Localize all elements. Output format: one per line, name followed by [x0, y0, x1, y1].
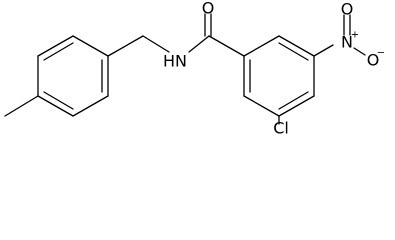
double-bond-inner — [278, 91, 309, 110]
nitro-oxygen-charge: − — [377, 48, 385, 59]
atom-carbonyl-oxygen: O — [202, 0, 215, 18]
double-bond-inner — [43, 91, 74, 110]
benzyl-bond — [107, 35, 144, 57]
bond — [278, 95, 315, 117]
nitro-nitrogen-charge: + — [351, 30, 359, 41]
bond — [72, 35, 109, 57]
nitro-n-o-bond — [353, 47, 366, 56]
n-carbonyl-bond — [188, 35, 210, 53]
toluene-ring — [37, 35, 109, 117]
atom-amide-nitrogen: N — [175, 52, 187, 71]
bond — [37, 95, 74, 117]
ring-nitro-bond — [313, 44, 334, 57]
bond — [278, 35, 315, 57]
molecule-drawing: O N H N + O O − Cl — [4, 0, 385, 137]
double-bond-inner — [43, 42, 74, 61]
atom-chlorine: Cl — [273, 119, 289, 137]
atom-nitro-oxygen-top: O — [341, 0, 354, 19]
ch2-n-bond — [142, 35, 170, 53]
bond — [37, 35, 74, 57]
aryl-carbonyl-bond — [208, 35, 245, 57]
double-bond-inner — [278, 42, 309, 61]
bond — [243, 35, 280, 57]
bond — [72, 95, 109, 117]
methyl-bond — [4, 95, 39, 117]
nitrochlorobenzene-ring — [243, 35, 315, 117]
atom-amide-hydrogen: H — [163, 52, 175, 71]
bond — [243, 95, 280, 117]
atom-nitro-nitrogen: N — [341, 33, 353, 52]
structure-diagram: O N H N + O O − Cl — [4, 0, 385, 137]
atom-nitro-oxygen-right: O — [367, 51, 380, 70]
